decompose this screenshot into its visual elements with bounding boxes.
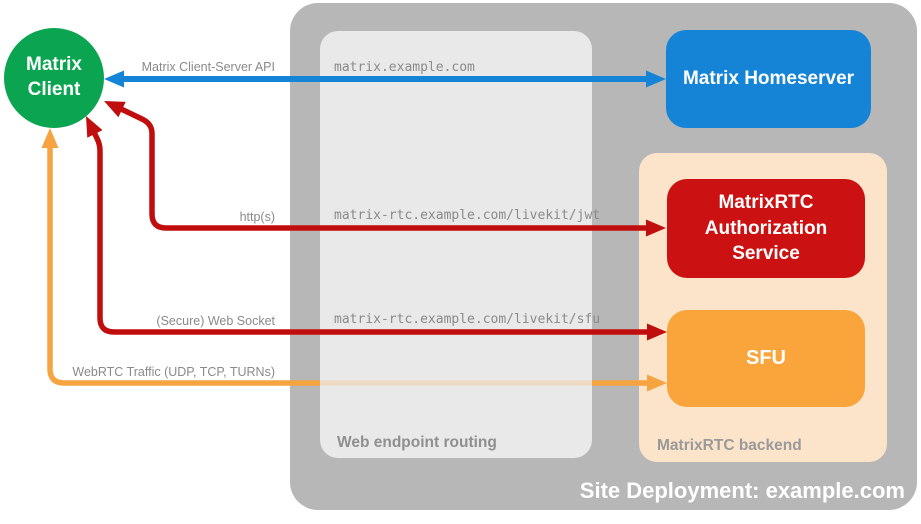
webrtc-traffic-label: WebRTC Traffic (UDP, TCP, TURNs) [72, 365, 275, 379]
arrowhead-up-icon [41, 128, 59, 148]
arrowhead-left-icon [104, 101, 126, 118]
web-endpoint-routing-label: Web endpoint routing [337, 434, 497, 451]
matrixrtc-auth-service-node: MatrixRTC Authorization Service [667, 179, 865, 278]
endpoint-livekit-sfu: matrix-rtc.example.com/livekit/sfu [334, 312, 601, 327]
arrowhead-left-icon [86, 116, 103, 138]
endpoint-matrix-domain: matrix.example.com [334, 60, 475, 75]
websocket-label: (Secure) Web Socket [156, 314, 275, 328]
client-server-api-label: Matrix Client-Server API [141, 60, 275, 74]
http-label: http(s) [239, 210, 275, 224]
site-deployment-label: Site Deployment: example.com [579, 478, 905, 503]
matrix-homeserver-node: Matrix Homeserver [666, 30, 871, 128]
web-endpoint-routing-container: Web endpoint routing [320, 31, 592, 458]
matrix-client-node: Matrix Client [4, 28, 104, 128]
matrixrtc-backend-label: MatrixRTC backend [657, 437, 802, 454]
endpoint-livekit-jwt: matrix-rtc.example.com/livekit/jwt [334, 208, 601, 223]
sfu-node: SFU [667, 310, 865, 407]
